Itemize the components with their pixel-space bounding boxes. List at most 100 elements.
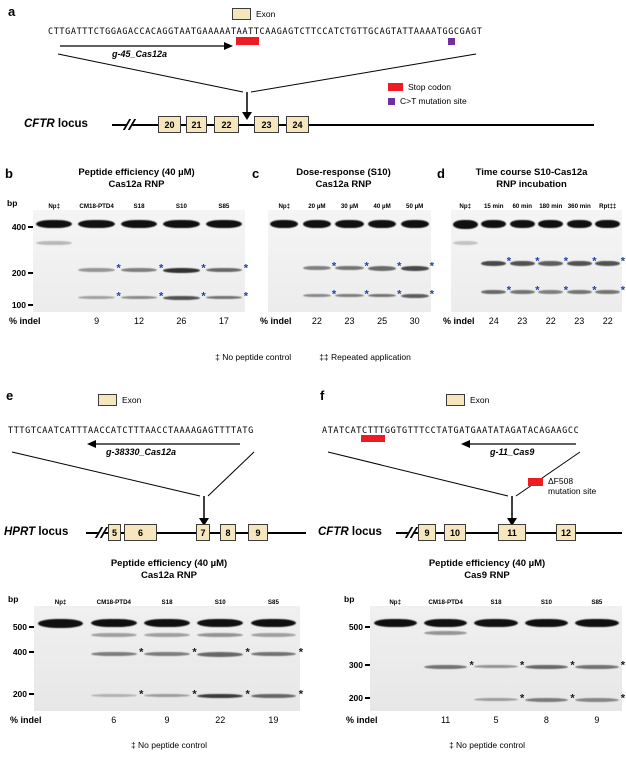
panel-c: c Dose-response (S10) Cas12a RNP Np‡20 µ…: [252, 166, 435, 348]
gel-lane: [33, 210, 75, 312]
cut-site-arrow-head: [507, 518, 517, 526]
indel-value: 5: [493, 715, 499, 725]
gel-band: [595, 289, 621, 294]
gel-image-d: **********: [451, 210, 625, 312]
locus-gene-name-a: CFTR: [24, 118, 55, 130]
gel-band: [524, 664, 569, 669]
cleavage-band-asterisk: *: [620, 692, 626, 705]
bp-axis-d: [441, 210, 451, 312]
guide-name-a: g-45_Cas12a: [112, 49, 168, 59]
exon-legend-swatch: [232, 8, 251, 20]
lane-label: Np‡: [459, 203, 472, 210]
gel-band: [368, 266, 397, 271]
indel-value: 25: [377, 316, 388, 326]
gel-lane: **: [594, 210, 625, 312]
gel-band: [538, 289, 564, 294]
panel-a: a Exon CTTGATTTCTGGAGACCACAGGTAATGAAAAAT…: [0, 0, 626, 162]
indel-value: 11: [440, 715, 451, 725]
lane-label: 180 min: [539, 203, 563, 210]
cleavage-band-asterisk: *: [429, 288, 434, 301]
lane-label: Rpt‡‡: [599, 203, 617, 210]
gel-band: [524, 698, 569, 702]
zoom-line-left: [57, 53, 244, 93]
cleavage-band-asterisk: *: [620, 255, 625, 268]
gel-image-c: ********: [268, 210, 434, 312]
gel-lane: **: [75, 210, 121, 312]
cleavage-band-asterisk: *: [570, 692, 575, 705]
cleavage-band-asterisk: *: [245, 646, 250, 659]
gel-band: [35, 240, 73, 245]
gel-band: [270, 220, 299, 229]
panel-c-label: c: [252, 166, 260, 181]
gel-band: [400, 293, 429, 298]
indel-label-b: % indel: [9, 316, 41, 326]
footnote-e: ‡ No peptide control: [130, 740, 208, 750]
gel-band: [205, 295, 243, 300]
indel-value: 23: [517, 316, 528, 326]
panel-c-title-line1: Dose-response (S10): [296, 167, 391, 178]
gel-lane: **: [480, 210, 511, 312]
bp-marker: 500: [349, 622, 370, 632]
indel-value: 9: [94, 316, 100, 326]
gel-image-b: ********: [33, 210, 249, 312]
indel-value: 22: [311, 316, 322, 326]
gel-band: [90, 633, 137, 638]
gel-lane: **: [398, 210, 434, 312]
gel-lane: **: [471, 606, 524, 711]
exon-legend-swatch: [446, 394, 465, 406]
indel-label-f: % indel: [346, 715, 378, 725]
bp-marker: 400: [13, 647, 34, 657]
panel-f: f Exon ATATCATCTTTGGTGTTTCCTATGATGAATATA…: [314, 388, 626, 775]
gel-band: [595, 220, 621, 229]
lane-label: S18: [490, 599, 502, 606]
gel-band: [144, 652, 190, 657]
cleavage-band-asterisk: *: [331, 260, 337, 273]
lane-label: S10: [175, 203, 187, 210]
ct-mutation-legend-swatch: [388, 97, 395, 105]
panel-a-diagram-lines: [57, 42, 477, 120]
guide-name-e: g-38330_Cas12a: [106, 447, 177, 457]
panel-b: b Peptide efficiency (40 µM) Cas12a RNP …: [5, 166, 250, 348]
gel-lane: **: [203, 210, 249, 312]
indel-row-spacer: [258, 316, 268, 329]
gel-band: [144, 633, 190, 638]
cleavage-band-asterisk: *: [592, 284, 597, 297]
gel-lane: **: [366, 210, 401, 312]
footnote-bcd: ‡ No peptide control ‡‡ Repeated applica…: [113, 352, 513, 362]
gel-lane: **: [565, 210, 597, 312]
df508-sequence-marker: [361, 435, 385, 442]
gel-band: [452, 220, 478, 230]
cleavage-band-asterisk: *: [243, 262, 249, 275]
lane-label: S10: [214, 599, 226, 606]
locus-label-a: CFTR locus: [24, 118, 88, 130]
cleavage-band-asterisk: *: [620, 659, 626, 672]
gel-lane: [34, 606, 87, 711]
lane-label: CM18-PTD4: [96, 599, 131, 606]
gel-band: [90, 694, 137, 698]
lane-label: 20 µM: [308, 203, 326, 210]
gel-band: [335, 220, 364, 229]
gel-band: [197, 652, 244, 657]
gel-band: [197, 694, 244, 699]
panel-c-title: Dose-response (S10) Cas12a RNP: [256, 167, 431, 191]
cut-site-arrow-head: [242, 112, 252, 120]
gel-band: [78, 268, 115, 273]
gel-band: [368, 293, 397, 298]
cleavage-band-asterisk: *: [139, 646, 144, 659]
gel-band: [368, 220, 397, 229]
cleavage-band-asterisk: *: [192, 646, 197, 659]
footnote-repeated-application: ‡‡ Repeated application: [319, 352, 411, 362]
exon-box-10: 10: [444, 524, 466, 541]
gel-band: [595, 261, 621, 266]
gel-lane: **: [247, 606, 303, 711]
indel-value: 9: [164, 715, 170, 725]
gel-band: [335, 293, 364, 298]
gel-band: [509, 261, 535, 266]
lane-label: S85: [591, 599, 603, 606]
indel-value: 6: [111, 715, 117, 725]
